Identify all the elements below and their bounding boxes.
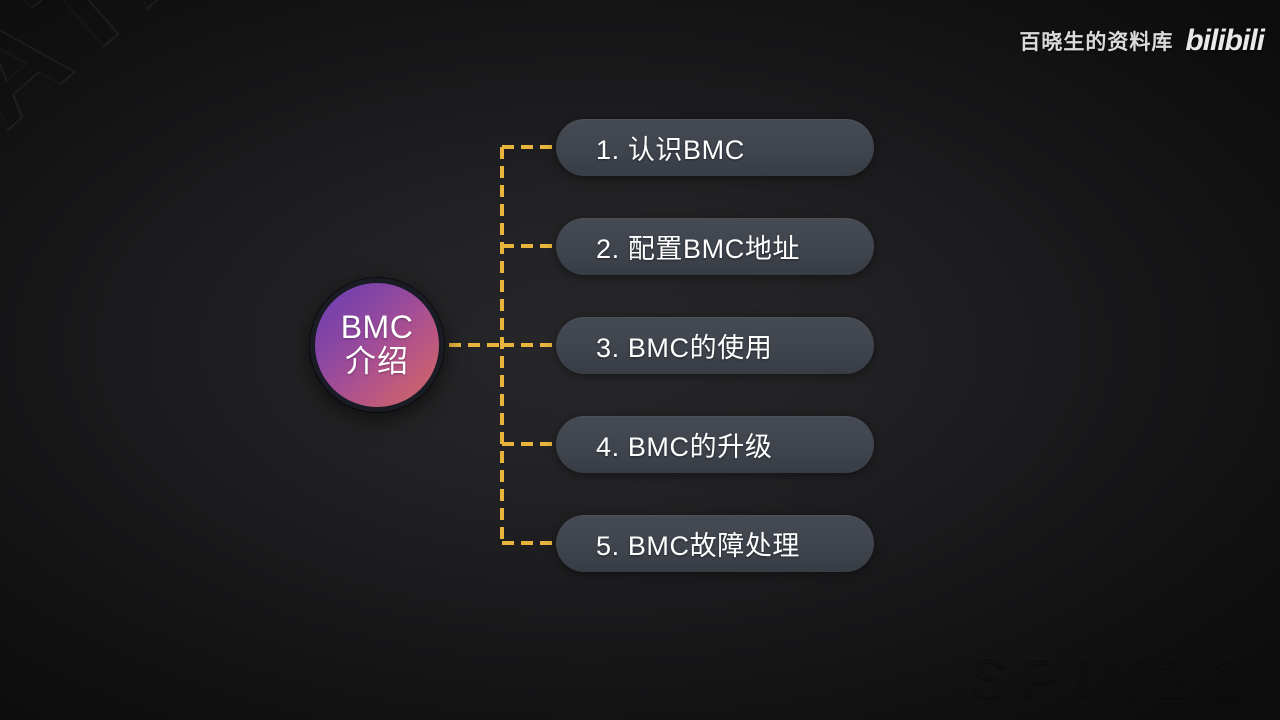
branch-item-1[interactable]: 1. 认识BMC bbox=[556, 119, 874, 176]
corner-watermark: SPIN2C bbox=[970, 646, 1258, 711]
branch-label: 4. BMC的升级 bbox=[596, 432, 773, 462]
channel-name: 百晓生的资料库 bbox=[1019, 31, 1174, 54]
branch-item-4[interactable]: 4. BMC的升级 bbox=[556, 416, 874, 473]
branch-label: 5. BMC故障处理 bbox=[596, 531, 801, 561]
root-node-line2: 介绍 bbox=[345, 343, 409, 379]
branch-item-5[interactable]: 5. BMC故障处理 bbox=[556, 515, 874, 572]
root-node-line1: BMC bbox=[340, 308, 414, 345]
branch-item-3[interactable]: 3. BMC的使用 bbox=[556, 317, 874, 374]
root-node[interactable]: BMC 介绍 bbox=[310, 278, 444, 412]
channel-brand: 百晓生的资料库 bilibili bbox=[1019, 24, 1265, 58]
branch-item-2[interactable]: 2. 配置BMC地址 bbox=[556, 218, 874, 275]
diagonal-watermark: DATA CENTER bbox=[0, 0, 754, 226]
branch-label: 2. 配置BMC地址 bbox=[596, 234, 801, 264]
bilibili-logo: bilibili bbox=[1185, 24, 1265, 57]
branch-label: 3. BMC的使用 bbox=[596, 333, 773, 363]
branch-label: 1. 认识BMC bbox=[596, 135, 745, 165]
